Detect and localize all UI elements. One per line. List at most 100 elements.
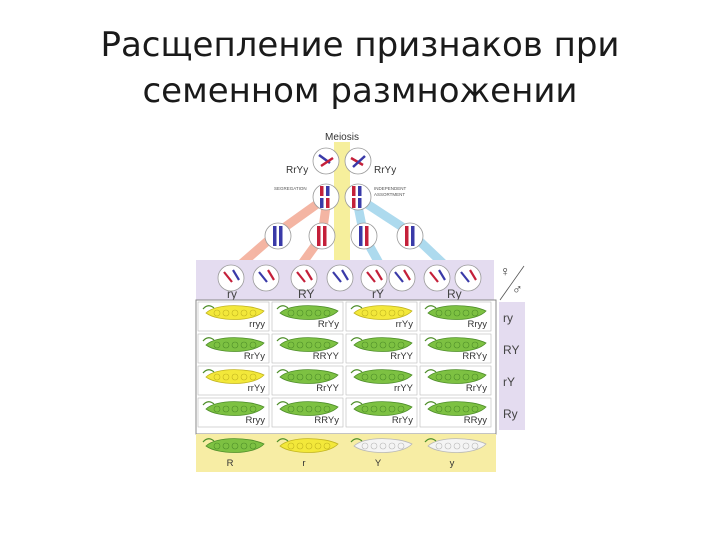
cell-genotype: rrYy — [396, 319, 414, 330]
punnett-cell: RrYy — [345, 397, 418, 428]
pea-pod-icon — [202, 438, 265, 453]
pea-pod-icon — [276, 337, 339, 352]
punnett-cell: rrYy — [197, 365, 270, 396]
chromosome — [429, 271, 439, 283]
punnett-cell: RrYy — [271, 301, 344, 332]
punnett-cell: RRyy — [419, 397, 492, 428]
pea-pod-icon — [350, 305, 413, 320]
phenotype-item: y — [424, 438, 487, 469]
punnett-cell: rrYy — [345, 301, 418, 332]
independent-assortment-label-1: INDEPENDENT — [374, 186, 407, 191]
chromosome — [320, 156, 334, 168]
pea-pod-icon — [276, 305, 339, 320]
pea-pod-icon — [424, 305, 487, 320]
phenotype-item: r — [276, 438, 339, 469]
pea-pod-icon — [202, 305, 265, 320]
metaphase-cell-left — [312, 183, 340, 211]
phenotype-item: Y — [350, 438, 413, 469]
chromosome — [323, 226, 327, 246]
slide-title: Расщепление признаков при семенном размн… — [0, 22, 720, 114]
pea-pod-icon — [202, 337, 265, 352]
pea-pod-icon — [276, 369, 339, 384]
gamete-cell — [290, 264, 318, 292]
male-gamete-label: Ry — [503, 407, 518, 421]
chromosome — [317, 226, 321, 246]
pea-pod-icon — [424, 438, 487, 453]
chromosome — [273, 226, 277, 246]
chromosome — [438, 269, 446, 281]
male-gamete-labels: ry RY rY Ry — [503, 311, 519, 421]
metaphase-cells — [312, 183, 372, 211]
gamete-cell — [388, 264, 416, 292]
phenotype-label: y — [450, 458, 455, 469]
cell-genotype: RRYy — [462, 351, 487, 362]
punnett-cell: rrYY — [345, 365, 418, 396]
male-gamete-column — [499, 302, 525, 430]
gamete-cell — [423, 264, 451, 292]
gamete-cell — [252, 264, 280, 292]
chromosome — [326, 198, 330, 208]
independent-assortment-label-2: ASSORTMENT — [374, 192, 405, 197]
chromosome — [326, 186, 330, 196]
cell-genotype: RRYY — [313, 351, 340, 362]
punnett-cell: RrYY — [271, 365, 344, 396]
chromosome — [320, 186, 324, 196]
chromosome — [320, 198, 324, 208]
male-gamete-label: ry — [503, 311, 513, 325]
female-symbol: ♀ — [500, 263, 511, 279]
cell-genotype: rrYy — [248, 383, 266, 394]
cell-genotype: RrYy — [466, 383, 487, 394]
chromosome — [375, 269, 383, 281]
chromosome — [279, 226, 283, 246]
cell-genotype: RRyy — [464, 415, 487, 426]
pea-pod-icon — [424, 369, 487, 384]
male-symbol: ♂ — [512, 281, 523, 297]
parent-genotype-left: RrYy — [286, 165, 308, 176]
cell-genotype: Rryy — [245, 415, 265, 426]
chromosome — [469, 269, 477, 281]
chromosome — [232, 269, 240, 281]
chromosome — [358, 198, 362, 208]
meiosis-column — [334, 142, 350, 292]
chromosome — [359, 226, 363, 246]
male-gamete-label: rY — [503, 375, 515, 389]
cell-genotype: RrYy — [392, 415, 413, 426]
gamete-cell — [454, 264, 482, 292]
female-gamete-label: Ry — [447, 287, 462, 301]
pea-pod-icon — [350, 438, 413, 453]
chromosome — [305, 269, 313, 281]
punnett-cell: RRYy — [271, 397, 344, 428]
pea-pod-icon — [350, 337, 413, 352]
parent-genotype-right: RrYy — [374, 165, 396, 176]
punnett-cell: RrYY — [345, 333, 418, 364]
chromosome — [296, 271, 306, 283]
pea-pod-icon — [202, 369, 265, 384]
cell-genotype: RRYy — [314, 415, 339, 426]
pea-pod-icon — [276, 438, 339, 453]
chromosome — [460, 271, 470, 283]
slide-title-line-1: Расщепление признаков при — [100, 25, 620, 65]
meiosis-label: Meiosis — [325, 132, 359, 143]
punnett-cell: RrYy — [197, 333, 270, 364]
parent-cells — [312, 147, 372, 175]
cell-genotype: RrYY — [316, 383, 339, 394]
gamete-cells — [217, 264, 482, 292]
gamete-cell — [360, 264, 388, 292]
division-cell — [396, 222, 424, 250]
chromosome — [405, 226, 409, 246]
chromosome — [366, 271, 376, 283]
division-cells — [264, 222, 424, 250]
punnett-cell: Rryy — [197, 397, 270, 428]
cell-genotype: RrYy — [244, 351, 265, 362]
division-cell — [308, 222, 336, 250]
punnett-cell: Rryy — [419, 301, 492, 332]
cell-genotype: rryy — [249, 319, 265, 330]
metaphase-cell-right — [344, 183, 372, 211]
chromosome — [332, 271, 342, 283]
cell-genotype: RrYy — [318, 319, 339, 330]
sex-symbol-divider — [499, 265, 525, 301]
chromosome — [267, 269, 275, 281]
